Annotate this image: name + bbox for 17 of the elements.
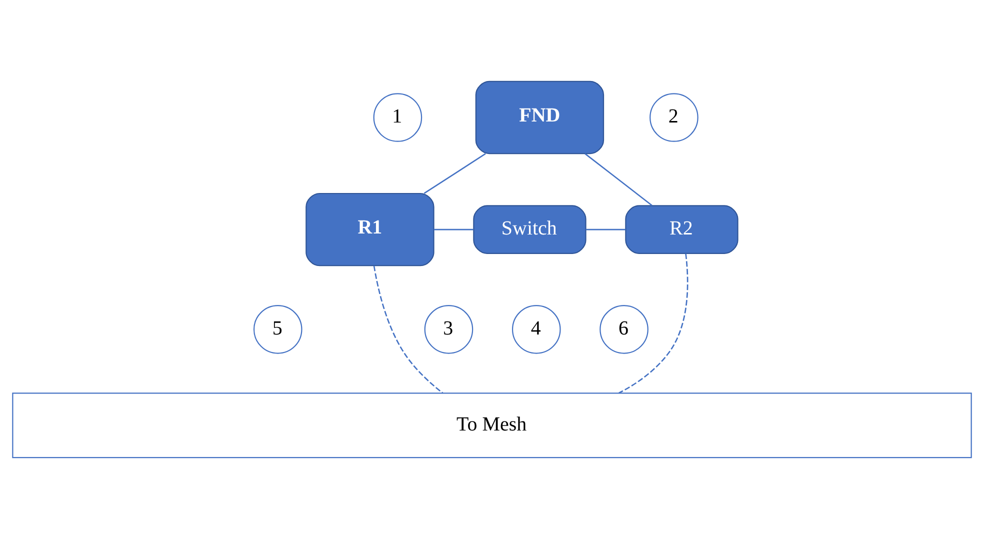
node-circle: 5 [253,305,302,354]
node-box: Switch [473,205,586,254]
node-circle: 4 [512,305,561,354]
connector [434,228,474,230]
node-box: To Mesh [12,392,972,458]
connector [373,266,444,394]
node-circle: 1 [373,93,422,142]
node-circle: 2 [650,93,698,142]
node-circle: 6 [600,305,648,354]
connector [424,153,486,194]
node-circle: 3 [424,305,474,354]
node-box: R1 [306,192,434,266]
connector [586,228,626,230]
node-box: FND [475,80,604,154]
node-box: R2 [625,205,738,254]
connector [618,253,688,394]
connector [584,153,652,206]
